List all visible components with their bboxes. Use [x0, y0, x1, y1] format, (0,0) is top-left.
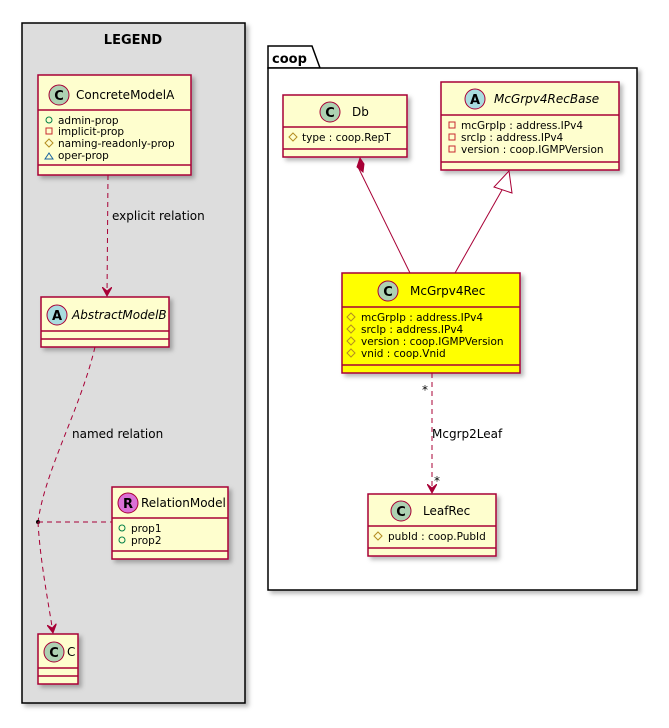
- source-multiplicity: *: [422, 383, 428, 397]
- concrete-model-a-class[interactable]: C ConcreteModelA admin-prop implicit-pro…: [37, 74, 192, 176]
- generalization-edge: [454, 189, 503, 274]
- class-stereotype-letter: C: [396, 505, 406, 520]
- class-stereotype-letter: A: [470, 93, 480, 108]
- package-visibility-icon: [44, 152, 54, 160]
- attribute-text: mcGrpIp : address.IPv4: [461, 120, 583, 132]
- protected-visibility-icon: [44, 138, 54, 148]
- property-name: prop2: [131, 535, 162, 547]
- relation-stereotype-icon: [117, 492, 139, 514]
- leafrec-class[interactable]: C LeafRec pubId : coop.PubId: [367, 493, 497, 557]
- mcgrpv4recbase-class[interactable]: A McGrpv4RecBase mcGrpIp : address.IPv4 …: [440, 81, 620, 171]
- generalization-arrowhead-icon: [493, 169, 513, 194]
- private-visibility-icon: [448, 133, 456, 141]
- named-relation-edge-end: [37, 521, 53, 633]
- composition-edge: [357, 166, 411, 274]
- package-name: coop: [272, 52, 307, 67]
- attribute-text: version : coop.IGMPVersion: [361, 336, 504, 348]
- private-visibility-icon: [448, 145, 456, 153]
- mcgrpv4rec-class[interactable]: C McGrpv4Rec mcGrpIp : address.IPv4 srcI…: [341, 272, 521, 374]
- attribute-text: mcGrpIp : address.IPv4: [361, 312, 483, 324]
- class-name: RelationModel: [141, 496, 226, 510]
- class-stereotype-letter: C: [49, 646, 59, 661]
- class-name: Db: [352, 105, 369, 119]
- protected-visibility-icon: [346, 324, 356, 334]
- abstract-model-b-class[interactable]: A AbstractModelB: [40, 296, 170, 348]
- protected-visibility-icon: [288, 132, 298, 142]
- class-stereotype-icon: [46, 304, 68, 326]
- class-stereotype-letter: A: [52, 309, 62, 324]
- class-box: [367, 493, 497, 557]
- class-name: ConcreteModelA: [76, 88, 175, 102]
- class-stereotype-icon: [43, 641, 65, 663]
- composition-diamond-icon: [356, 156, 365, 173]
- explicit-relation-edge: [107, 174, 108, 296]
- legend-title: LEGEND: [104, 33, 163, 48]
- class-name: C: [67, 645, 75, 659]
- public-visibility-icon: [118, 536, 126, 544]
- class-stereotype-letter: C: [54, 89, 64, 104]
- legend-panel: LEGEND C ConcreteModelA admin-prop impli…: [21, 22, 246, 704]
- property-name: prop1: [131, 523, 162, 535]
- package-coop: coop C Db type : coop.RepT A McGrpv4RecB…: [267, 45, 638, 591]
- class-stereotype-letter: R: [123, 497, 133, 512]
- attribute-text: srcIp : address.IPv4: [461, 132, 564, 144]
- class-box: [282, 94, 408, 158]
- named-relation-label: named relation: [72, 427, 163, 441]
- db-class[interactable]: C Db type : coop.RepT: [282, 94, 408, 158]
- class-box: [341, 272, 521, 374]
- class-name: AbstractModelB: [71, 308, 167, 322]
- class-stereotype-icon: [319, 101, 341, 123]
- property-name: naming-readonly-prop: [58, 138, 175, 150]
- private-visibility-icon: [448, 121, 456, 129]
- private-visibility-icon: [45, 127, 53, 135]
- class-stereotype-icon: [377, 280, 399, 302]
- class-stereotype-icon: [464, 88, 486, 110]
- mcgrp2leaf-label: Mcgrp2Leaf: [432, 427, 503, 441]
- class-stereotype-icon: [48, 84, 70, 106]
- public-visibility-icon: [118, 524, 126, 532]
- protected-visibility-icon: [373, 531, 383, 541]
- c-class[interactable]: C C: [37, 633, 79, 685]
- property-name: implicit-prop: [58, 126, 124, 138]
- public-visibility-icon: [45, 116, 53, 124]
- class-stereotype-icon: [390, 500, 412, 522]
- protected-visibility-icon: [346, 348, 356, 358]
- attribute-text: vnid : coop.Vnid: [361, 348, 446, 360]
- attribute-text: type : coop.RepT: [302, 132, 391, 144]
- protected-visibility-icon: [346, 336, 356, 346]
- named-relation-edge: [37, 346, 96, 523]
- class-stereotype-letter: C: [383, 285, 393, 300]
- class-stereotype-letter: C: [325, 106, 335, 121]
- attribute-text: pubId : coop.PubId: [388, 531, 486, 543]
- attribute-text: srcIp : address.IPv4: [361, 324, 464, 336]
- explicit-relation-label: explicit relation: [112, 209, 205, 223]
- class-name: McGrpv4RecBase: [494, 92, 599, 106]
- relation-model-class[interactable]: R RelationModel prop1 prop2: [111, 486, 229, 560]
- class-name: McGrpv4Rec: [410, 284, 485, 298]
- target-multiplicity: *: [434, 474, 440, 488]
- protected-visibility-icon: [346, 312, 356, 322]
- class-name: LeafRec: [423, 504, 470, 518]
- property-name: oper-prop: [58, 150, 109, 162]
- property-name: admin-prop: [58, 115, 119, 127]
- attribute-text: version : coop.IGMPVersion: [461, 144, 604, 156]
